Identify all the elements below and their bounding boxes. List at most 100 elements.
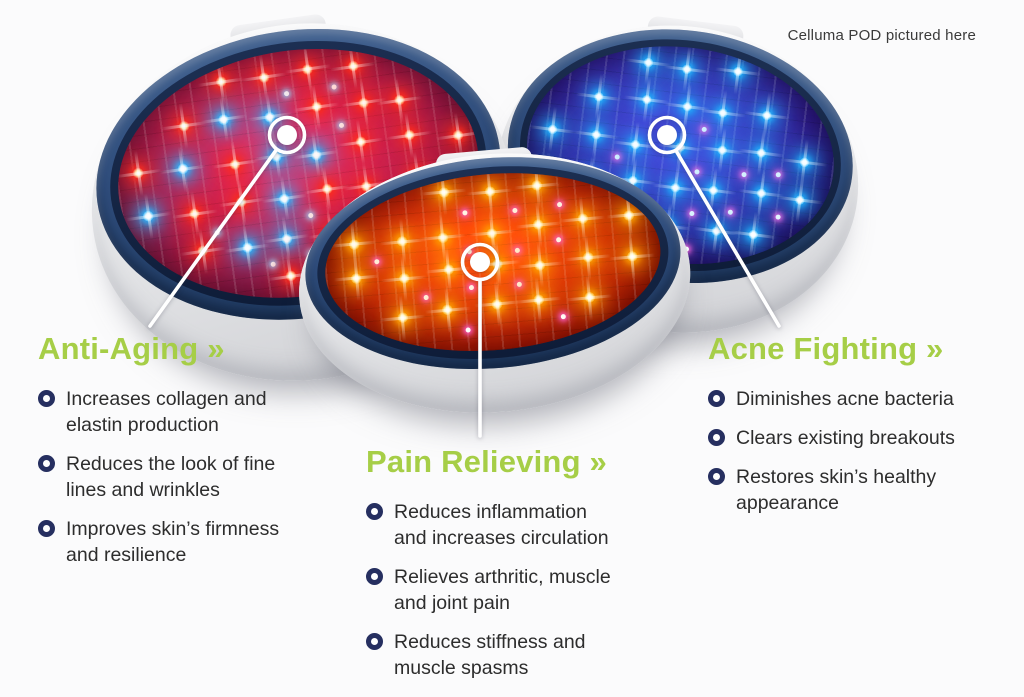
led-light xyxy=(546,124,559,136)
led-light xyxy=(708,184,720,196)
led-light xyxy=(442,263,455,276)
led-dot xyxy=(556,202,563,208)
led-light xyxy=(142,210,155,223)
section-pain-relieving: Pain Relieving » Reduces inflammation an… xyxy=(366,444,656,681)
led-light xyxy=(393,94,406,107)
led-light xyxy=(623,209,636,222)
led-dot xyxy=(270,261,276,268)
led-dot xyxy=(517,282,523,288)
led-light xyxy=(270,150,283,163)
led-light xyxy=(309,148,323,161)
benefit-text: Restores skin’s healthy appearance xyxy=(736,466,937,514)
led-dot xyxy=(701,126,707,133)
led-light xyxy=(532,294,545,307)
list-item: Restores skin’s healthy appearance xyxy=(708,464,978,516)
led-light xyxy=(257,71,271,84)
led-light xyxy=(486,227,499,240)
led-light xyxy=(793,194,806,206)
led-light xyxy=(583,291,596,304)
led-light xyxy=(717,107,729,119)
led-dot xyxy=(689,210,695,216)
led-light xyxy=(747,229,759,241)
caption-note: Celluma POD pictured here xyxy=(787,27,976,44)
led-light xyxy=(241,241,254,255)
led-light xyxy=(217,113,231,126)
section-title-pain-relieving: Pain Relieving » xyxy=(366,444,607,479)
section-title-acne-fighting: Acne Fighting » xyxy=(708,331,944,366)
led-light xyxy=(732,65,744,77)
list-item: Diminishes acne bacteria xyxy=(708,386,978,412)
led-light xyxy=(681,63,693,75)
led-light xyxy=(263,110,277,124)
list-item: Reduces stiffness and muscle spasms xyxy=(366,629,656,681)
led-dot xyxy=(556,237,562,243)
led-light xyxy=(132,167,145,180)
bullet-ring-icon xyxy=(38,455,55,472)
bullet-ring-icon xyxy=(708,429,725,446)
list-item: Improves skin’s firmness and resilience xyxy=(38,516,308,568)
bullet-ring-icon xyxy=(38,390,55,407)
bullet-ring-icon xyxy=(366,503,383,520)
led-light xyxy=(582,251,595,264)
led-light xyxy=(214,75,228,89)
benefit-text: Reduces stiffness and muscle spasms xyxy=(394,631,586,679)
led-light xyxy=(681,100,693,112)
benefit-text: Increases collagen and elastin productio… xyxy=(66,388,267,436)
led-light xyxy=(716,144,728,156)
list-item: Reduces inflammation and increases circu… xyxy=(366,499,656,551)
led-light xyxy=(755,147,767,159)
bullet-ring-icon xyxy=(366,633,383,650)
led-light xyxy=(755,187,767,199)
benefit-list: Diminishes acne bacteria Clears existing… xyxy=(708,386,978,516)
led-light xyxy=(576,212,589,225)
led-dot xyxy=(560,314,566,320)
led-dot xyxy=(462,210,469,216)
led-dot xyxy=(330,83,337,90)
led-light xyxy=(398,272,411,285)
led-light xyxy=(235,196,248,209)
led-light xyxy=(402,129,416,142)
led-light xyxy=(626,250,639,263)
led-light xyxy=(310,100,323,114)
benefit-text: Diminishes acne bacteria xyxy=(736,388,954,410)
led-light xyxy=(177,119,191,133)
led-light xyxy=(354,135,367,149)
benefit-list: Reduces inflammation and increases circu… xyxy=(366,499,656,681)
led-light xyxy=(228,157,242,171)
list-item: Increases collagen and elastin productio… xyxy=(38,386,308,438)
led-light xyxy=(441,303,454,316)
led-dot xyxy=(775,214,782,220)
led-dot xyxy=(514,247,521,254)
led-dot xyxy=(214,230,220,236)
led-light xyxy=(196,245,210,258)
led-dot xyxy=(338,122,345,128)
led-dot xyxy=(727,209,733,216)
led-dot xyxy=(423,294,429,300)
led-light xyxy=(534,259,547,272)
led-light xyxy=(799,156,811,168)
benefit-text: Improves skin’s firmness and resilience xyxy=(66,518,280,566)
section-title-anti-aging: Anti-Aging » xyxy=(38,331,225,366)
led-light xyxy=(592,91,605,103)
bullet-ring-icon xyxy=(708,468,725,485)
led-dot xyxy=(741,172,747,178)
benefit-list: Increases collagen and elastin productio… xyxy=(38,386,308,568)
led-dot xyxy=(466,248,473,255)
led-light xyxy=(452,129,465,142)
benefit-text: Reduces inflammation and increases circu… xyxy=(394,501,609,549)
led-light xyxy=(436,231,449,244)
led-dot xyxy=(694,169,700,175)
led-light xyxy=(710,225,722,237)
list-item: Reduces the look of fine lines and wrink… xyxy=(38,451,308,503)
led-light xyxy=(643,57,655,69)
led-light xyxy=(176,163,190,176)
led-light xyxy=(484,185,497,198)
pod-pain-relieving xyxy=(284,131,707,443)
led-light xyxy=(357,96,371,110)
section-anti-aging: Anti-Aging » Increases collagen and elas… xyxy=(38,331,308,568)
led-dot xyxy=(775,172,781,178)
benefit-text: Clears existing breakouts xyxy=(736,427,955,449)
led-light xyxy=(396,311,409,324)
bullet-ring-icon xyxy=(708,390,725,407)
